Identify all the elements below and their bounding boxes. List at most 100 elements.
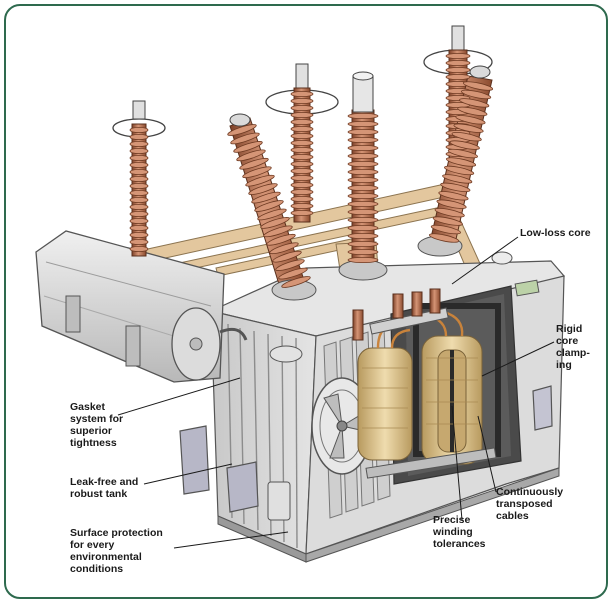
insulator-shed	[347, 240, 379, 247]
insulator-shed	[347, 129, 379, 136]
insulator-shed	[347, 184, 379, 191]
insulator-sheds	[129, 53, 494, 288]
callout-leaders	[117, 236, 555, 549]
insulator-shed	[347, 200, 379, 207]
insulator-shed	[347, 176, 379, 183]
insulator-shed	[347, 192, 379, 199]
insulator-shed	[129, 140, 149, 147]
insulator-shed	[290, 188, 314, 195]
callout-leak-free-tank: Leak-free and robust tank	[70, 476, 139, 500]
insulator-shed	[347, 160, 379, 167]
insulator-shed	[347, 224, 379, 231]
callout-low-loss-core: Low-loss core	[520, 227, 591, 239]
insulator-shed	[445, 157, 477, 167]
callout-continuously-transposed: Continuously transposed cables	[496, 486, 564, 522]
insulator-shed	[278, 267, 308, 280]
insulator-shed	[447, 148, 478, 159]
insulator-shed	[275, 259, 305, 271]
insulator-shed	[445, 67, 471, 74]
insulator-shed	[245, 174, 275, 187]
insulator-shed	[254, 200, 284, 212]
insulator-shed	[347, 152, 379, 159]
insulator-shed	[129, 168, 149, 175]
insulator-shed	[290, 160, 314, 167]
insulator-shed	[290, 174, 314, 181]
insulator-shed	[129, 175, 149, 182]
insulator-shed	[449, 140, 480, 150]
insulator-shed	[347, 248, 379, 255]
diagram-frame: Low-loss core Rigid core clamp- ing Gask…	[4, 4, 608, 599]
transformer-illustration	[35, 25, 566, 563]
insulator-shed	[347, 232, 379, 239]
insulator-shed	[445, 53, 471, 60]
manhole-cover	[269, 345, 303, 363]
insulator-shed	[248, 183, 278, 195]
insulator-shed	[129, 203, 149, 210]
insulator-shed	[434, 207, 465, 218]
insulator-shed	[290, 139, 314, 146]
insulator-shed	[129, 133, 149, 140]
insulator-shed	[436, 199, 467, 209]
callout-surface-protection: Surface protection for every environment…	[70, 527, 163, 575]
callout-rigid-core-clamping: Rigid core clamp- ing	[556, 323, 590, 371]
insulator-shed	[129, 210, 149, 217]
insulator-shed	[290, 98, 314, 105]
cooling-fan	[311, 377, 373, 475]
insulator-shed	[290, 202, 314, 209]
callout-gasket-system: Gasket system for superior tightness	[70, 401, 124, 449]
insulator-shed	[445, 60, 471, 67]
insulator-shed	[440, 182, 471, 193]
insulator-shed	[129, 154, 149, 161]
tank-cutaway	[352, 285, 522, 485]
insulator-shed	[227, 124, 257, 136]
insulator-shed	[290, 133, 314, 140]
insulator-shed	[129, 196, 149, 203]
insulator-shed	[129, 182, 149, 189]
insulator-shed	[260, 217, 290, 229]
insulator-shed	[428, 233, 460, 243]
callout-precise-winding: Precise winding tolerances	[433, 514, 486, 550]
insulator-shed	[236, 149, 266, 162]
conservator-tank	[35, 230, 248, 383]
insulator-shed	[455, 115, 486, 125]
insulator-shed	[445, 74, 471, 81]
insulator-shed	[290, 119, 314, 126]
insulator-shed	[347, 256, 379, 263]
insulator-shed	[459, 98, 490, 108]
cable-boxes	[179, 385, 553, 521]
insulator-shed	[290, 105, 314, 112]
insulator-shed	[129, 217, 149, 224]
insulator-shed	[129, 189, 149, 196]
insulator-shed	[263, 225, 293, 238]
insulator-shed	[290, 126, 314, 133]
insulator-shed	[432, 216, 463, 226]
insulator-shed	[290, 181, 314, 188]
insulator-shed	[239, 157, 269, 170]
insulator-shed	[272, 250, 302, 263]
insulator-shed	[347, 168, 379, 175]
insulator-shed	[347, 144, 379, 151]
insulator-shed	[129, 238, 149, 245]
insulator-shed	[129, 127, 149, 134]
insulator-shed	[230, 132, 260, 145]
insulator-shed	[290, 209, 314, 216]
insulator-shed	[257, 208, 287, 221]
windings	[357, 335, 483, 465]
insulator-shed	[290, 91, 314, 98]
insulator-shed	[347, 216, 379, 223]
insulator-shed	[269, 242, 299, 255]
tap-bushings	[352, 288, 441, 341]
insulator-shed	[290, 146, 314, 153]
insulator-shed	[129, 147, 149, 154]
insulator-shed	[242, 166, 272, 179]
insulator-shed	[442, 174, 473, 184]
insulator-shed	[290, 195, 314, 202]
breather-cap	[491, 251, 513, 265]
insulator-shed	[347, 208, 379, 215]
insulator-shed	[266, 233, 296, 246]
insulator-shed	[290, 153, 314, 160]
insulator-shed	[290, 167, 314, 174]
insulator-shed	[451, 131, 482, 142]
insulator-shed	[129, 245, 149, 252]
insulator-shed	[129, 161, 149, 168]
